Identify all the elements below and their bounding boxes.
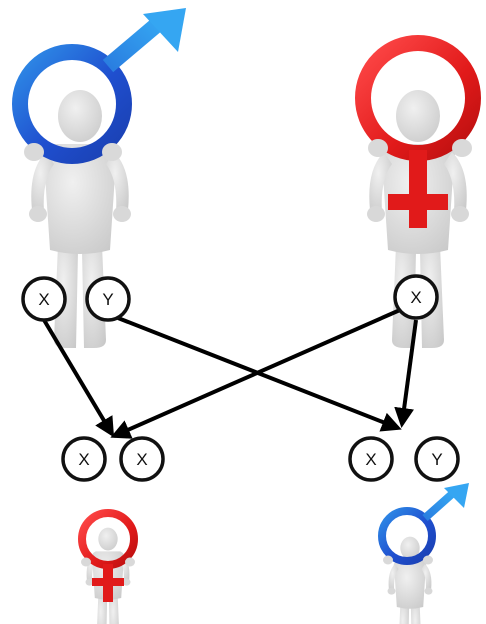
svg-text:X: X [365, 450, 376, 469]
arrow-mother-x-to-daughter [110, 308, 401, 439]
father-x-chromosome: X [21, 276, 67, 322]
svg-text:X: X [136, 450, 147, 469]
son-y-chromosome: Y [414, 436, 460, 482]
svg-text:X: X [410, 288, 421, 307]
arrow-mother-x-to-son [394, 319, 418, 428]
svg-text:X: X [78, 450, 89, 469]
father-y-chromosome: Y [85, 276, 131, 322]
svg-text:X: X [38, 290, 49, 309]
father-male-figure-icon [12, 8, 186, 348]
mother-x-chromosome: X [393, 274, 439, 320]
svg-text:Y: Y [102, 290, 113, 309]
daughter-female-figure-icon [78, 509, 138, 624]
inheritance-arrows [42, 308, 418, 439]
mother-female-figure-icon [355, 35, 481, 348]
arrow-father-x-to-daughter [42, 318, 115, 438]
son-x-chromosome: X [348, 436, 394, 482]
son-male-figure-icon [378, 483, 469, 624]
daughter-x-chromosome-2: X [119, 436, 165, 482]
svg-text:Y: Y [431, 450, 442, 469]
daughter-x-chromosome-1: X [61, 436, 107, 482]
